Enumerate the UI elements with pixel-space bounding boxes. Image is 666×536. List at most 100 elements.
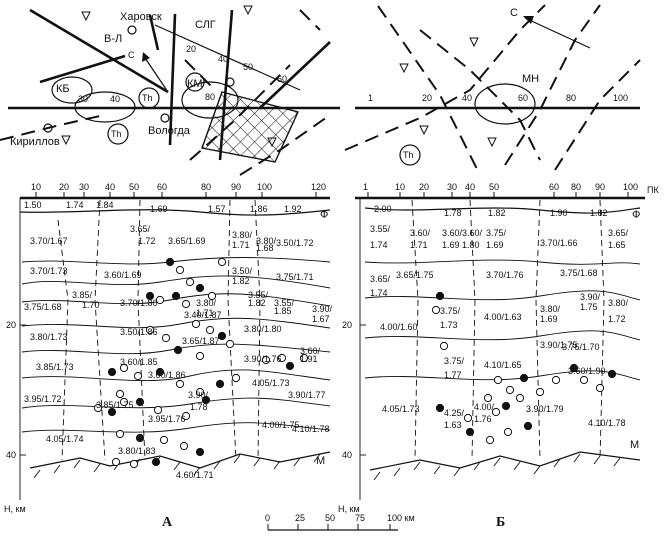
city-marker-vl bbox=[127, 25, 137, 35]
label-th: Th bbox=[111, 129, 122, 139]
value-label: 3.90/ bbox=[188, 390, 209, 400]
top-tick-label: 20 bbox=[419, 182, 429, 192]
value-label: 3.55/ bbox=[248, 290, 269, 300]
seismic-point bbox=[277, 353, 287, 363]
seismic-point bbox=[519, 373, 529, 383]
seismic-point bbox=[173, 345, 183, 355]
dashed-fault bbox=[299, 9, 321, 31]
value-label: 3.60/1.86 bbox=[148, 370, 186, 380]
boundary bbox=[21, 369, 331, 382]
depth-tick: 20 bbox=[342, 320, 352, 330]
seismic-point bbox=[133, 371, 143, 381]
value-label: 3.65/1.75 bbox=[396, 270, 434, 280]
city-vl: В-Л bbox=[104, 33, 122, 45]
top-tick-label: 100 bbox=[257, 182, 272, 192]
value-label: 1.82 bbox=[488, 208, 506, 218]
boundary bbox=[21, 422, 331, 433]
boundary bbox=[21, 397, 331, 409]
seismic-point bbox=[439, 341, 449, 351]
seismic-point bbox=[485, 435, 495, 445]
value-label: 1.75 bbox=[580, 302, 598, 312]
seismic-point bbox=[119, 397, 129, 407]
map-b: С МН Th 1 20 40 60 80 100 bbox=[344, 4, 641, 176]
value-label: 1.74 bbox=[66, 200, 84, 210]
seismic-point bbox=[493, 375, 503, 385]
dashed-fault bbox=[344, 4, 546, 151]
value-label: 1.71 bbox=[232, 240, 250, 250]
line-tick: 40 bbox=[218, 54, 228, 64]
dashed-fault bbox=[377, 5, 481, 176]
seismic-point bbox=[503, 427, 513, 437]
value-label: 1.74 bbox=[370, 240, 388, 250]
seismic-point bbox=[201, 395, 211, 405]
value-label: 4.10/1.78 bbox=[588, 418, 626, 428]
line-tick: 50 bbox=[243, 62, 253, 72]
value-label: 3.60/1.90 bbox=[568, 366, 606, 376]
city-vologda: Вологда bbox=[148, 125, 191, 137]
value-label: 4.60/1.71 bbox=[176, 470, 214, 480]
axis-tick: 40 bbox=[110, 94, 120, 104]
triangle-marker bbox=[469, 37, 479, 48]
seismic-point bbox=[491, 407, 501, 417]
value-label: 3.75/1.71 bbox=[276, 272, 314, 282]
seismic-point bbox=[431, 305, 441, 315]
top-tick-label: 1 bbox=[363, 182, 368, 192]
top-tick-label: 30 bbox=[447, 182, 457, 192]
value-label: 1.69 bbox=[486, 240, 504, 250]
seismic-point bbox=[207, 291, 217, 301]
value-label: 3.80/ bbox=[232, 230, 253, 240]
anomaly-mn-ellipse bbox=[474, 83, 536, 125]
value-label: 1.57 bbox=[208, 204, 226, 214]
seismic-point bbox=[435, 291, 445, 301]
top-tick-label: 80 bbox=[571, 182, 581, 192]
profile-line bbox=[154, 24, 301, 91]
boundary bbox=[21, 293, 331, 307]
line-tick: 20 bbox=[186, 44, 196, 54]
depth-label: Н, км bbox=[4, 504, 26, 514]
value-label: 4.00/ bbox=[474, 402, 495, 412]
value-label: 3.80/ bbox=[196, 298, 217, 308]
seismic-point bbox=[107, 367, 117, 377]
value-label: 3.70/1.66 bbox=[540, 238, 578, 248]
vertical-fault bbox=[535, 199, 541, 461]
vertical-fault bbox=[94, 199, 106, 461]
seismic-point bbox=[225, 339, 235, 349]
boundary-f bbox=[364, 207, 641, 214]
seismic-point bbox=[463, 413, 473, 423]
value-label: 1.68 bbox=[256, 243, 274, 253]
value-label: 1.72 bbox=[138, 236, 156, 246]
marker-f: Ф bbox=[632, 209, 640, 221]
value-label: 1.82 bbox=[232, 276, 250, 286]
value-label: 3.70/1.76 bbox=[486, 270, 524, 280]
seismic-point bbox=[505, 385, 515, 395]
value-label: 1.50 bbox=[24, 200, 42, 210]
boundary bbox=[21, 275, 331, 289]
seismic-point bbox=[135, 433, 145, 443]
seismic-point bbox=[195, 387, 205, 397]
value-label: 1.65 bbox=[608, 240, 626, 250]
value-label: 3.75/ bbox=[440, 306, 461, 316]
seismic-point bbox=[191, 319, 201, 329]
seismic-point bbox=[155, 367, 165, 377]
value-label: 3.65/ bbox=[608, 228, 629, 238]
seismic-point bbox=[551, 375, 561, 385]
anomaly-kb-small-ellipse bbox=[51, 76, 93, 104]
seismic-point bbox=[195, 351, 205, 361]
dashed-fault bbox=[554, 59, 641, 171]
seismic-point bbox=[299, 353, 309, 363]
seismic-point bbox=[107, 407, 117, 417]
seismic-point bbox=[579, 375, 589, 385]
triangle-marker bbox=[243, 5, 253, 16]
vertical-fault bbox=[254, 199, 261, 461]
value-label: 3.90/1.75 bbox=[540, 340, 578, 350]
fault bbox=[259, 41, 331, 109]
th-circle bbox=[107, 123, 129, 145]
th-circle bbox=[185, 72, 205, 92]
seismic-point bbox=[285, 361, 295, 371]
value-label: 1.76 bbox=[474, 414, 492, 424]
